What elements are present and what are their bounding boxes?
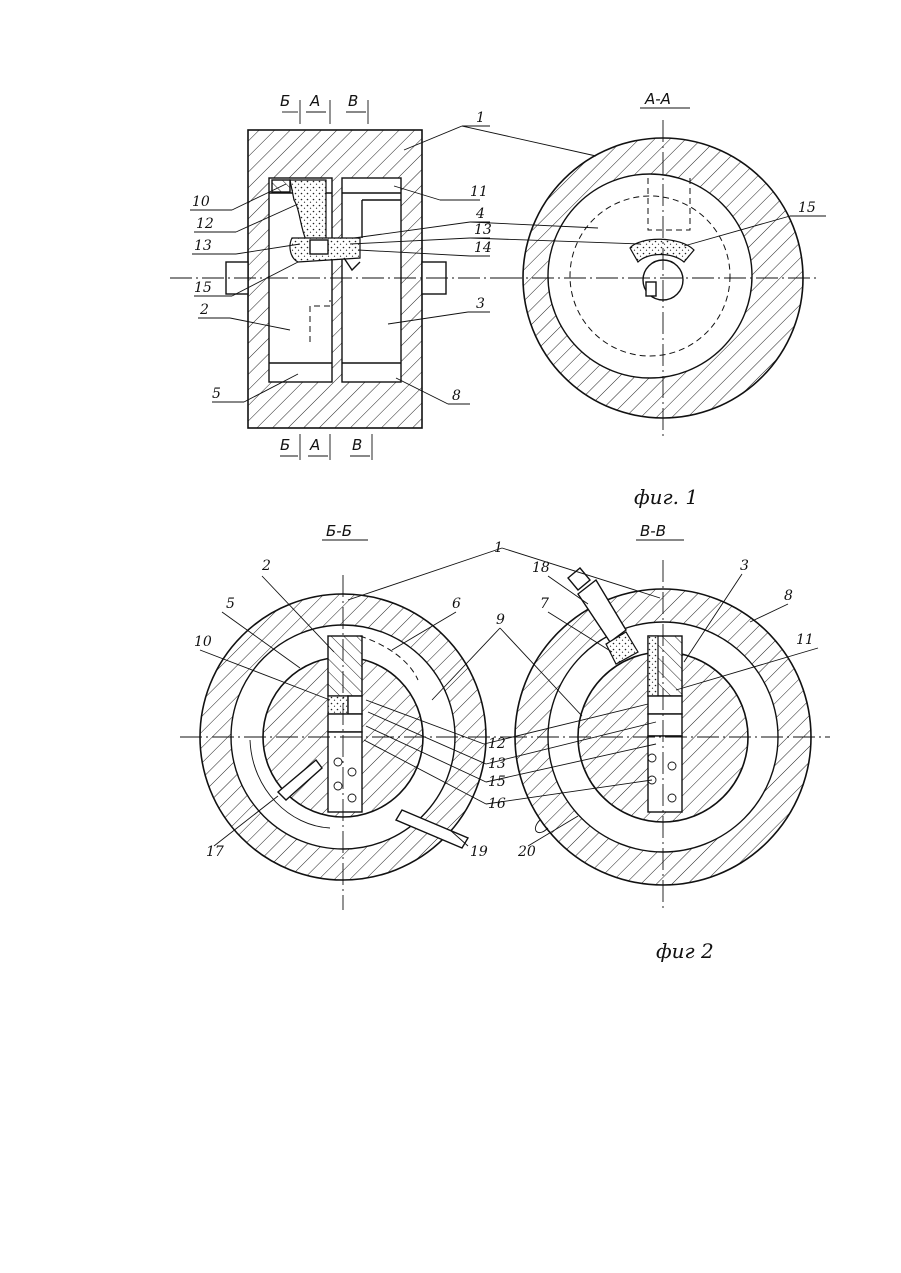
fig1-label-8: 8 [452,388,461,404]
fig2-label-6: 6 [452,596,461,612]
fig2-label-18: 18 [532,560,550,576]
fig2-label-17: 17 [206,844,224,860]
fig2-section-b-b: Б-Б [180,522,505,910]
fig2-label-19: 19 [470,844,488,860]
fig1-label-4: 4 [475,206,485,222]
fig1-label-14: 14 [474,240,492,256]
fig1-label-11: 11 [470,184,488,200]
fig2-label-1: 1 [494,540,503,556]
cut-mark-b-top: Б [280,92,290,110]
fig2-label-20: 20 [517,844,536,860]
cut-mark-a-top: А [309,92,320,110]
fig2-label-7: 7 [540,596,549,612]
cut-mark-a-bottom: А [309,436,320,454]
fig1-housing-section [170,130,520,428]
fig1-section-a-a: А-А [500,90,820,440]
fig2-label-5: 5 [226,596,235,612]
fig2-label-8: 8 [784,588,793,604]
fig1-label-15: 15 [194,280,212,296]
fig2-label-16: 16 [488,796,506,812]
fig1-label-12: 12 [196,216,214,232]
fig1-cut-marks-top: Б А В [280,92,368,124]
fig1-label-1: 1 [476,110,485,126]
fig2-label-11: 11 [796,632,814,648]
fig1-label-13: 13 [194,238,212,254]
fig1-label-13b: 13 [474,222,492,238]
cut-mark-v-top: В [348,92,358,110]
section-title-a-a: А-А [644,90,671,108]
fig1-label-15-right: 15 [798,200,816,216]
fig2-label-15: 15 [488,774,506,790]
fig2-label-9: 9 [496,612,505,628]
fig1-label-10: 10 [192,194,210,210]
fig2-label-2: 2 [261,558,271,574]
fig2-label-10: 10 [194,634,212,650]
fig1-cut-marks-bottom: Б А В [280,434,372,460]
section-title-v-v: В-В [640,522,666,540]
fig1-label-3: 3 [476,296,485,312]
fig1-label-5: 5 [212,386,221,402]
fig2-group: Б-Б В-В [180,522,830,963]
section-title-b-b: Б-Б [326,522,352,540]
fig2-caption: фиг 2 [656,939,714,963]
fig1-caption: фиг. 1 [634,485,698,509]
fig2-label-12: 12 [488,736,506,752]
fig1-group: Б А В Б А В А-А [170,90,826,509]
fig2-label-3: 3 [740,558,749,574]
fig1-label-2: 2 [199,302,209,318]
cut-mark-v-bottom: В [352,436,362,454]
fig2-label-13: 13 [488,756,506,772]
cut-mark-b-bottom: Б [280,436,290,454]
